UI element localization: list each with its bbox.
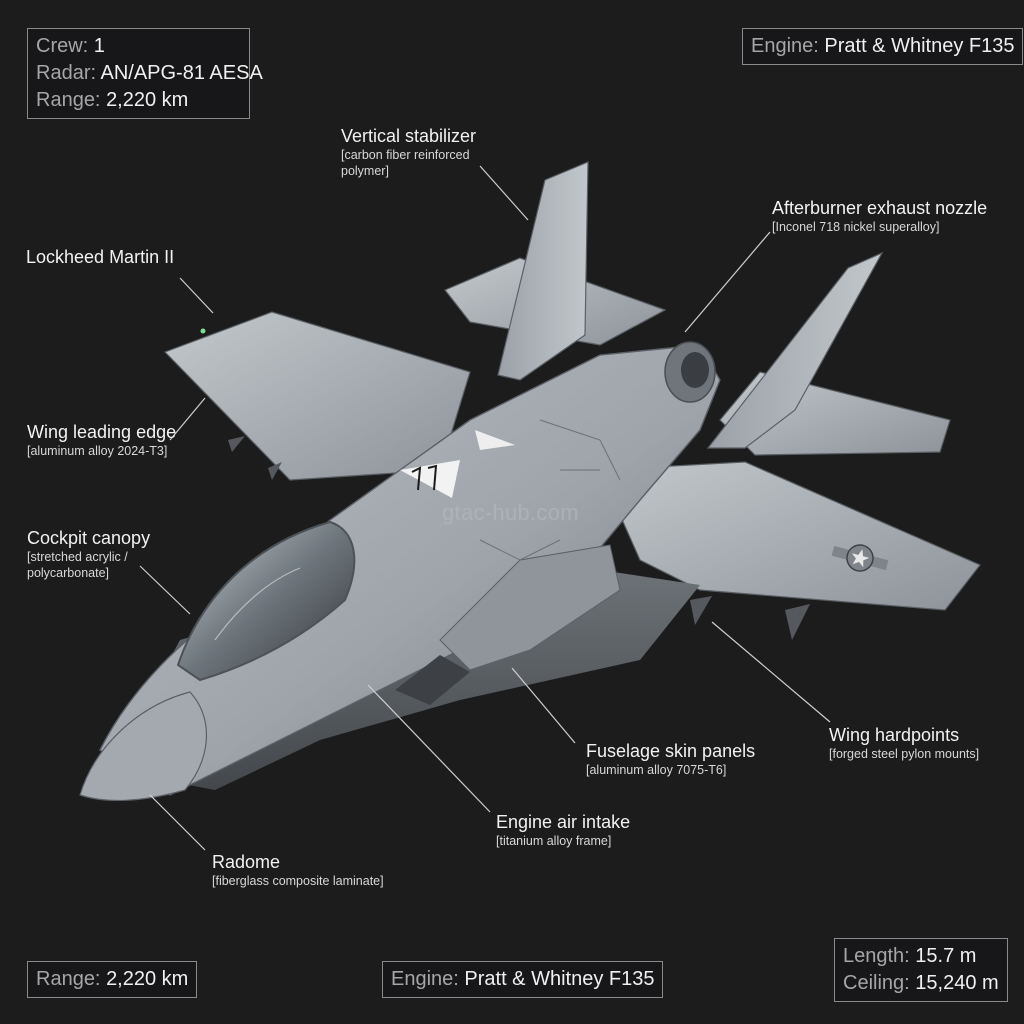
- callout-radome: Radome [fiberglass composite laminate]: [212, 851, 384, 889]
- callout-cockpit-canopy: Cockpit canopy [stretched acrylic / poly…: [27, 527, 157, 581]
- callout-title: Radome: [212, 852, 281, 872]
- callout-material: [forged steel pylon mounts]: [829, 747, 980, 761]
- callout-title: Afterburner exhaust nozzle: [772, 198, 988, 218]
- spec-ceiling: Ceiling: 15,240 m: [843, 972, 999, 994]
- spec-length: Length: 15.7 m: [843, 945, 977, 967]
- spec-box-top-left: Crew: 1 Radar: AN/APG-81 AESA Range: 2,2…: [27, 28, 263, 119]
- callout-manufacturer: Lockheed Martin II: [26, 246, 174, 268]
- callout-material: [Inconel 718 nickel superalloy]: [772, 220, 940, 234]
- callout-material: [aluminum alloy 7075-T6]: [586, 763, 727, 777]
- canopy-shape: [176, 520, 356, 682]
- watermark: gtac-hub.com: [442, 500, 579, 525]
- callout-title: Fuselage skin panels: [586, 741, 756, 761]
- right-vertical-stabilizer: [706, 251, 884, 449]
- callout-afterburner: Afterburner exhaust nozzle [Inconel 718 …: [772, 197, 987, 235]
- spec-box-bottom-center: Engine: Pratt & Whitney F135: [382, 961, 664, 998]
- callout-vertical-stabilizer: Vertical stabilizer [carbon fiber reinfo…: [341, 125, 511, 179]
- callout-wing-hardpoints: Wing hardpoints [forged steel pylon moun…: [829, 724, 979, 762]
- callout-material: [aluminum alloy 2024-T3]: [27, 444, 168, 458]
- radome-shape: [79, 691, 208, 802]
- callout-title: Wing hardpoints: [829, 725, 960, 745]
- callout-material: [carbon fiber reinforced polymer]: [341, 148, 470, 178]
- spec-crew: Crew: 1: [36, 35, 105, 57]
- callout-wing-leading-edge: Wing leading edge [aluminum alloy 2024-T…: [27, 421, 176, 459]
- callout-engine-intake: Engine air intake [titanium alloy frame]: [496, 811, 630, 849]
- callout-material: [fiberglass composite laminate]: [212, 874, 384, 888]
- callout-title: Engine air intake: [496, 812, 631, 832]
- callout-material: [titanium alloy frame]: [496, 834, 612, 848]
- right-wing: [599, 461, 981, 611]
- callout-material: [stretched acrylic / polycarbonate]: [27, 550, 128, 580]
- callout-fuselage-skin: Fuselage skin panels [aluminum alloy 707…: [586, 740, 755, 778]
- spec-radar: Radar: AN/APG-81 AESA: [36, 62, 263, 84]
- callout-title: Wing leading edge: [27, 422, 177, 442]
- spec-box-bottom-left: Range: 2,220 km: [27, 961, 198, 998]
- spec-box-bottom-right: Length: 15.7 m Ceiling: 15,240 m: [834, 938, 1008, 1002]
- spec-range: Range: 2,220 km: [36, 89, 189, 111]
- national-insignia: [831, 544, 889, 572]
- callout-title: Cockpit canopy: [27, 528, 151, 548]
- spec-box-top-right: Engine: Pratt & Whitney F135: [742, 28, 1024, 65]
- callout-title: Vertical stabilizer: [341, 126, 477, 146]
- left-vertical-stabilizer: [497, 161, 589, 381]
- left-wing: [163, 311, 471, 481]
- callout-title: Lockheed Martin II: [26, 247, 175, 267]
- leader-lines: [139, 165, 831, 851]
